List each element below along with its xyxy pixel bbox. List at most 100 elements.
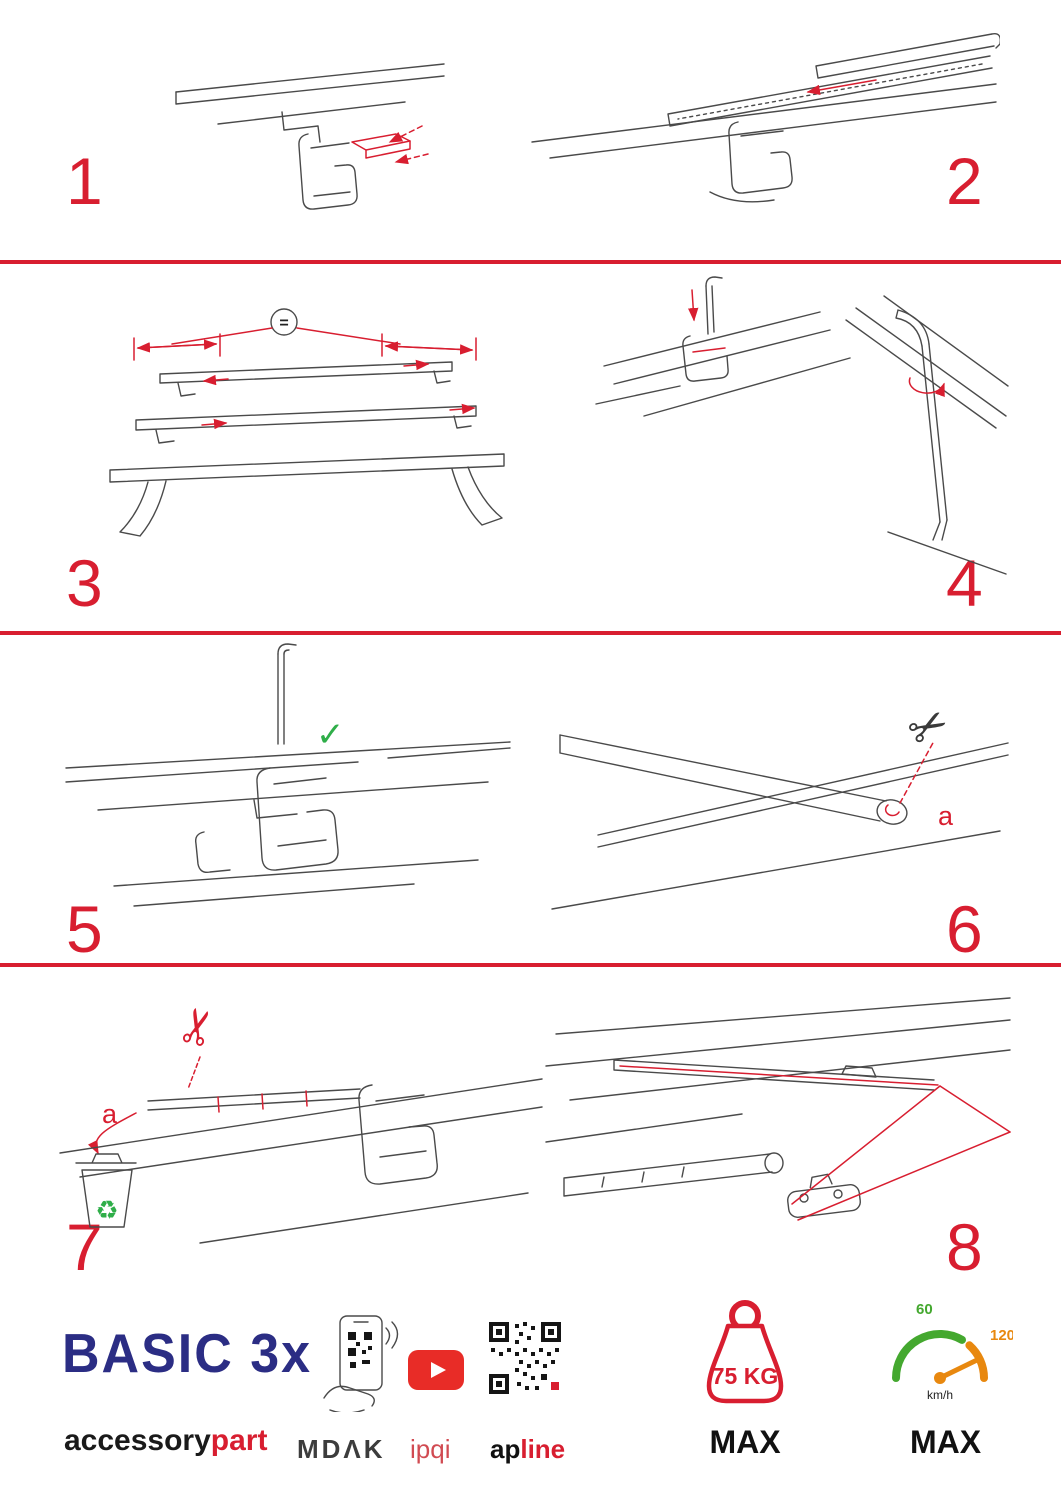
speed-max-label: MAX — [909, 1424, 982, 1460]
step-1-pad-insert — [351, 125, 429, 165]
step-5-rod — [277, 643, 297, 745]
youtube-icon — [408, 1350, 464, 1390]
step-6-bar — [559, 734, 908, 825]
step-4-rails — [595, 311, 851, 417]
weight-max-label: MAX — [709, 1424, 781, 1460]
scissors-icon-red: ✂ — [168, 1001, 230, 1054]
partner-ipqi-label: ipqi — [410, 1434, 451, 1464]
step-3-bar-front — [109, 453, 505, 483]
partner-apline-label: apline — [490, 1434, 565, 1465]
step-7-strip — [147, 1088, 361, 1111]
step-4-rotate-arrow — [908, 377, 945, 398]
speedo-needle — [937, 1357, 980, 1381]
step-4-illustration — [595, 276, 1009, 575]
step-2-roofline — [531, 83, 997, 159]
speed-limit-icon: 60 120 km/h — [892, 1301, 1013, 1402]
cut-point-label: a — [938, 801, 954, 831]
step-3-illustration: = — [109, 308, 505, 537]
partner-apline-black: ap — [490, 1434, 521, 1464]
step-6-illustration: ✂ a — [551, 695, 1009, 910]
step-8-illustration — [545, 997, 1011, 1221]
step-1-number: 1 — [66, 144, 103, 218]
step-8-guide-lines — [791, 1085, 1011, 1221]
step-7-cut-marks — [217, 1090, 308, 1113]
step-8-adapter — [787, 1173, 861, 1218]
recycle-icon: ♻ — [95, 1195, 118, 1225]
qr-accent-mark — [551, 1382, 559, 1390]
trash-icon — [75, 1153, 137, 1228]
speedo-unit-label: km/h — [927, 1388, 953, 1402]
step-2-cover-strip — [815, 33, 1000, 79]
scissors-icon: ✂ — [898, 695, 957, 759]
step-3-equal-badge: = — [270, 308, 298, 336]
section-divider — [0, 631, 1061, 635]
speedo-low-label: 60 — [916, 1301, 933, 1318]
step-4-hex-key — [895, 309, 948, 541]
step-7-discard-arrow — [87, 1112, 137, 1155]
phone-outline — [339, 1315, 383, 1391]
step-7-cut-line — [187, 1056, 201, 1090]
weight-value: 75 KG — [712, 1363, 778, 1389]
product-logo: BASIC 3x — [62, 1323, 313, 1385]
step-4-pin — [705, 276, 723, 335]
step-3-dimension-lines — [133, 327, 477, 361]
step-7-clamp — [358, 1084, 438, 1185]
hand-outline — [323, 1385, 375, 1412]
speedo-orange-arc — [965, 1341, 988, 1382]
phone-qr-scan-icon — [323, 1315, 399, 1412]
youtube-play-triangle — [431, 1362, 446, 1378]
step-7-number: 7 — [66, 1210, 103, 1284]
step-4-number: 4 — [946, 546, 983, 620]
step-8-number: 8 — [946, 1210, 983, 1284]
step-4-insert-arrow — [687, 289, 699, 322]
step-4-clamp — [682, 335, 729, 382]
step-3-slide-arrows — [201, 359, 476, 430]
scan-signal-lines — [385, 1321, 399, 1349]
step-2-number: 2 — [946, 144, 983, 218]
partner-apline-red: line — [520, 1434, 566, 1464]
section-divider — [0, 963, 1061, 967]
step-5-illustration: ✓ — [65, 643, 511, 907]
step-1-clamp — [298, 133, 358, 210]
step-3-bar-rear — [159, 361, 453, 397]
speedo-green-arc — [892, 1330, 966, 1382]
step-2-slide-arrow — [806, 79, 877, 96]
step-2-illustration — [531, 33, 1000, 203]
step-2-crossbar — [667, 55, 993, 127]
qr-modules — [489, 1322, 561, 1394]
section-divider — [0, 260, 1061, 264]
step-6-number: 6 — [946, 892, 983, 966]
speedo-hub — [934, 1372, 946, 1384]
step-7-illustration: ✂ a ♻ — [59, 1001, 543, 1244]
step-8-roof — [545, 997, 1011, 1143]
brand-wordmark: accessorypart — [64, 1424, 267, 1458]
check-icon: ✓ — [316, 716, 345, 754]
brand-wordmark-black: accessory — [64, 1424, 211, 1457]
phone-qr-screen — [348, 1332, 372, 1368]
step-6-strip-end — [884, 804, 900, 817]
step-3-number: 3 — [66, 546, 103, 620]
equal-sign: = — [279, 315, 288, 332]
speedo-high-label: 120 — [990, 1327, 1013, 1344]
step-3-feet — [119, 466, 503, 537]
step-1-illustration — [175, 63, 445, 210]
step-5-clamp — [194, 767, 339, 874]
partner-mdak-label: MDΛK — [297, 1434, 386, 1464]
weight-body — [706, 1323, 784, 1404]
brand-wordmark-red: part — [210, 1424, 268, 1457]
step-2-clamp — [709, 121, 793, 203]
step-8-rear-bar — [613, 1059, 935, 1091]
step-1-roof-frame — [175, 63, 445, 143]
step-7-roof — [59, 1078, 543, 1244]
step-8-front-bar — [563, 1152, 784, 1197]
step-5-number: 5 — [66, 892, 103, 966]
step-4-clamp-mark — [692, 347, 726, 353]
step-3-bar-middle — [135, 405, 477, 444]
step-5-roof — [65, 741, 511, 819]
step-5-sill — [113, 859, 479, 907]
cut-piece-label: a — [102, 1099, 118, 1129]
step-4-door-frame — [845, 295, 1009, 575]
max-weight-icon: 75 KG — [706, 1300, 784, 1404]
step-6-rail — [551, 742, 1009, 910]
